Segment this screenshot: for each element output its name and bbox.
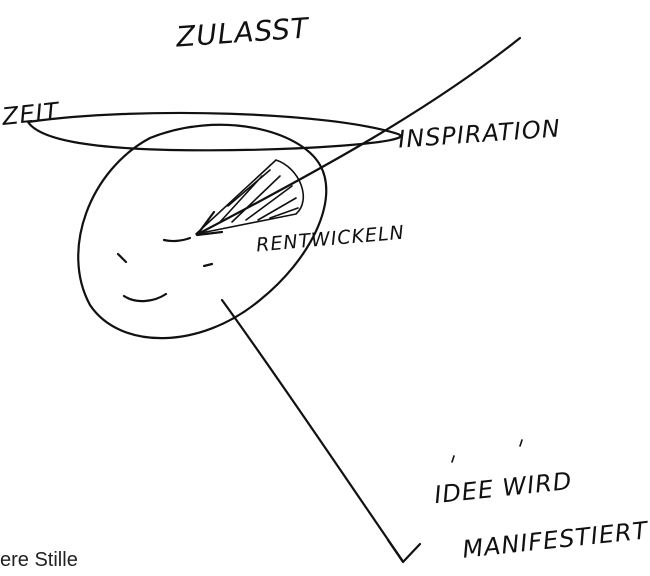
cone-hatching bbox=[220, 170, 298, 222]
eye-dot bbox=[204, 264, 212, 266]
manifest-arrow-line bbox=[222, 300, 402, 560]
inspiration-cone bbox=[196, 160, 303, 234]
label-left: ZEIT bbox=[1, 97, 61, 131]
cheek-mark bbox=[118, 254, 126, 262]
idee-tick bbox=[452, 456, 454, 462]
manifest-arrow-head bbox=[388, 540, 420, 562]
mouth bbox=[124, 294, 166, 301]
wird-tick bbox=[520, 440, 522, 446]
horizon-ellipse bbox=[28, 113, 401, 150]
eye-left bbox=[164, 238, 190, 241]
caption-text: ere Stille bbox=[0, 549, 78, 572]
